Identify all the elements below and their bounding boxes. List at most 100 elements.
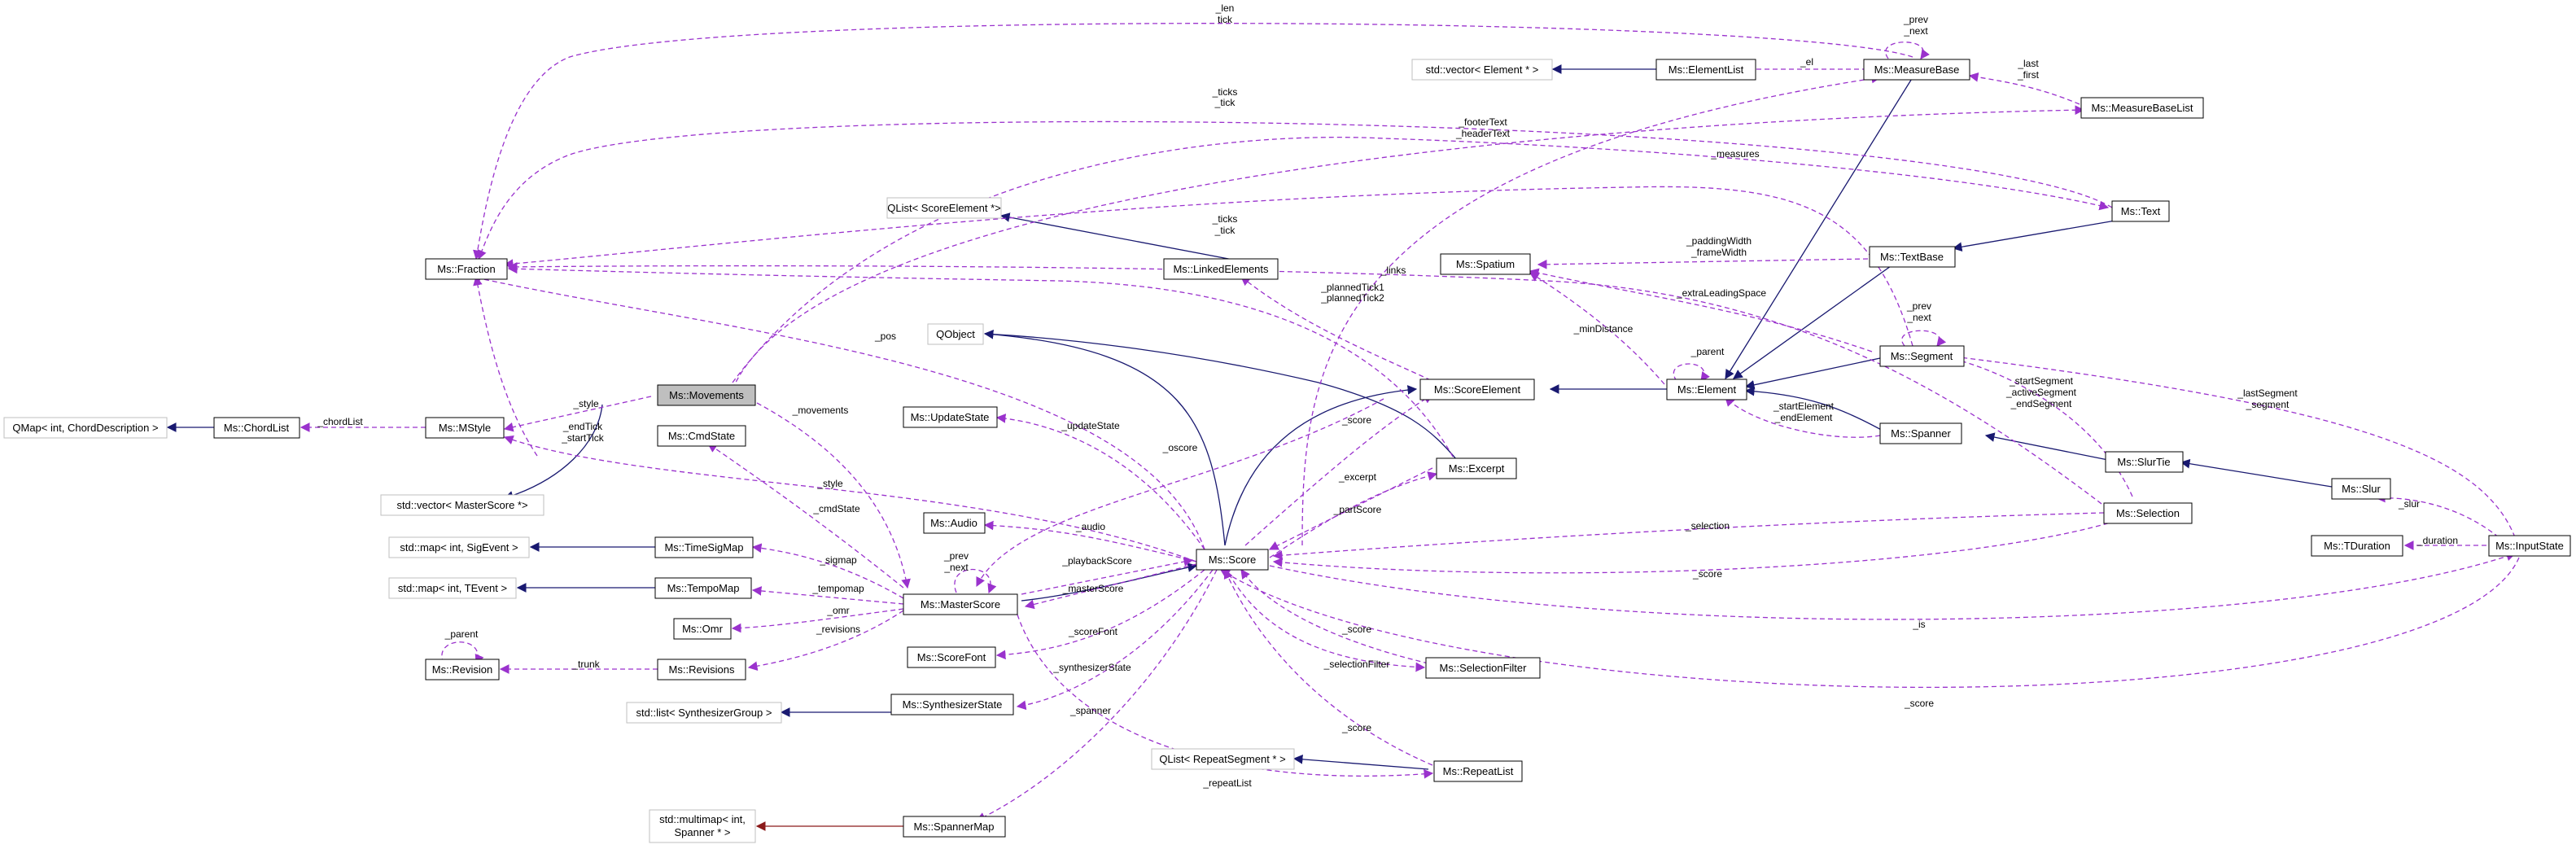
edge-inputstate-slur bbox=[2375, 492, 2499, 538]
label-startelement: _startElement bbox=[1773, 400, 1835, 412]
edge-masterscore-self bbox=[954, 569, 997, 594]
label-lastsegment: _lastSegment bbox=[2237, 387, 2298, 399]
node-tduration[interactable]: Ms::TDuration bbox=[2311, 535, 2403, 557]
node-updatestate[interactable]: Ms::UpdateState bbox=[903, 406, 998, 428]
edge-movements-mstyle bbox=[503, 396, 652, 432]
node-qobject[interactable]: QObject bbox=[927, 323, 984, 345]
node-elementlist[interactable]: Ms::ElementList bbox=[1655, 59, 1756, 81]
node-mstyle-label: Ms::MStyle bbox=[439, 422, 491, 434]
node-synthstate[interactable]: Ms::SynthesizerState bbox=[890, 694, 1014, 716]
node-excerpt[interactable]: Ms::Excerpt bbox=[1436, 457, 1517, 479]
label-score-sel: _score bbox=[1692, 568, 1722, 580]
edge-segment-fraction bbox=[503, 186, 1913, 347]
node-audio[interactable]: Ms::Audio bbox=[923, 512, 986, 534]
node-qlist-repeatsegment[interactable]: QList< RepeatSegment * > bbox=[1151, 748, 1295, 770]
node-selection[interactable]: Ms::Selection bbox=[2103, 502, 2193, 524]
node-synthstate-label: Ms::SynthesizerState bbox=[903, 698, 1003, 711]
edge-mstyle-fraction bbox=[473, 275, 538, 457]
node-list-synth[interactable]: std::list< SynthesizerGroup > bbox=[626, 702, 782, 724]
label-parent-el: _parent bbox=[1690, 346, 1725, 357]
node-element[interactable]: Ms::Element bbox=[1666, 379, 1747, 400]
node-repeatlist[interactable]: Ms::RepeatList bbox=[1433, 760, 1523, 782]
edge-element-spatium bbox=[1529, 272, 1665, 385]
node-slur[interactable]: Ms::Slur bbox=[2331, 478, 2391, 500]
label-mindistance: _minDistance bbox=[1573, 323, 1634, 335]
node-vec-masterscore[interactable]: std::vector< MasterScore *> bbox=[380, 494, 545, 516]
edge-score-text bbox=[732, 137, 2110, 383]
edge-revision-self bbox=[441, 641, 484, 665]
label-selection: _selection bbox=[1685, 520, 1730, 532]
label-extraleading: _extraLeadingSpace bbox=[1676, 287, 1766, 299]
node-fraction[interactable]: Ms::Fraction bbox=[425, 258, 508, 280]
edge-linkedelements-qlist bbox=[999, 212, 1238, 261]
label-is: _is bbox=[1912, 619, 1925, 630]
node-text[interactable]: Ms::Text bbox=[2111, 200, 2170, 222]
node-scorefont[interactable]: Ms::ScoreFont bbox=[907, 646, 996, 668]
node-selectionfilter[interactable]: Ms::SelectionFilter bbox=[1425, 657, 1541, 679]
label-framewidth: _frameWidth bbox=[1690, 247, 1747, 258]
node-scoreelement[interactable]: Ms::ScoreElement bbox=[1419, 379, 1535, 400]
label-slur: _slur bbox=[2398, 498, 2420, 510]
node-movements[interactable]: Ms::Movements bbox=[657, 384, 756, 406]
node-tempomap[interactable]: Ms::TempoMap bbox=[654, 577, 752, 599]
edge-synthstate bbox=[1016, 569, 1214, 711]
node-score-label: Ms::Score bbox=[1209, 554, 1257, 566]
edge-measurebase-self bbox=[1885, 42, 1930, 59]
label-len: _len bbox=[1215, 2, 1235, 14]
node-chordlist[interactable]: Ms::ChordList bbox=[213, 417, 300, 439]
node-inputstate[interactable]: Ms::InputState bbox=[2488, 535, 2571, 557]
node-repeatlist-label: Ms::RepeatList bbox=[1443, 765, 1514, 777]
node-omr[interactable]: Ms::Omr bbox=[673, 618, 732, 640]
node-qobject-label: QObject bbox=[936, 328, 975, 340]
node-multimap-spanner[interactable]: std::multimap< int, Spanner * > bbox=[649, 809, 756, 843]
node-slurtie[interactable]: Ms::SlurTie bbox=[2105, 451, 2184, 473]
node-spannermap[interactable]: Ms::SpannerMap bbox=[903, 816, 1006, 838]
node-score[interactable]: Ms::Score bbox=[1196, 549, 1269, 571]
edge-score-qobject bbox=[983, 330, 1226, 546]
node-vec-element[interactable]: std::vector< Element * > bbox=[1411, 59, 1553, 81]
label-tick: tick bbox=[1218, 14, 1233, 25]
label-links: _links bbox=[1380, 265, 1406, 276]
node-revisions[interactable]: Ms::Revisions bbox=[657, 659, 746, 681]
node-measurebase[interactable]: Ms::MeasureBase bbox=[1863, 59, 1970, 81]
label-next-seg: _next bbox=[1906, 312, 1931, 323]
label-repeatlist: _repeatList bbox=[1202, 777, 1252, 789]
node-segment[interactable]: Ms::Segment bbox=[1879, 345, 1965, 367]
node-spatium[interactable]: Ms::Spatium bbox=[1440, 253, 1531, 275]
node-timesigmap[interactable]: Ms::TimeSigMap bbox=[654, 536, 754, 558]
node-measurebaselist[interactable]: Ms::MeasureBaseList bbox=[2080, 97, 2204, 119]
node-vec-element-label: std::vector< Element * > bbox=[1426, 63, 1539, 76]
node-tempomap-label: Ms::TempoMap bbox=[667, 582, 740, 594]
label-prev-mb: _prev bbox=[1903, 14, 1928, 25]
node-selection-label: Ms::Selection bbox=[2116, 507, 2180, 519]
label-tick-mid: _tick bbox=[1214, 225, 1236, 236]
edge-score-excerpt bbox=[1269, 471, 1438, 558]
edge-score-scoreelement bbox=[1244, 394, 1434, 546]
edge-timesigmap-masterscore bbox=[751, 543, 904, 599]
node-map-tevent[interactable]: std::map< int, TEvent > bbox=[388, 577, 517, 599]
edge-selection-fraction bbox=[507, 262, 2109, 510]
label-revisions: _revisions bbox=[816, 624, 860, 635]
node-qlist-scoreelement-label: QList< ScoreElement *> bbox=[887, 202, 1000, 214]
label-tempomap: _tempomap bbox=[811, 583, 864, 594]
edge-score-masterscore bbox=[1024, 563, 1197, 610]
label-updatestate: _updateState bbox=[1061, 420, 1120, 431]
edge-textbase-spatium bbox=[1537, 258, 1869, 269]
edge-spanner-element bbox=[1725, 396, 1881, 438]
node-qmap[interactable]: QMap< int, ChordDescription > bbox=[3, 417, 168, 439]
edge-score-selectionfilter bbox=[1228, 573, 1426, 672]
node-masterscore[interactable]: Ms::MasterScore bbox=[903, 593, 1018, 615]
node-revision[interactable]: Ms::Revision bbox=[425, 659, 500, 681]
node-map-sigevent[interactable]: std::map< int, SigEvent > bbox=[388, 536, 530, 558]
node-slurtie-label: Ms::SlurTie bbox=[2117, 456, 2170, 468]
node-linkedelements[interactable]: Ms::LinkedElements bbox=[1163, 258, 1279, 280]
node-spanner[interactable]: Ms::Spanner bbox=[1879, 422, 1962, 444]
node-mstyle[interactable]: Ms::MStyle bbox=[425, 417, 505, 439]
node-textbase[interactable]: Ms::TextBase bbox=[1869, 246, 1956, 268]
node-qlist-scoreelement[interactable]: QList< ScoreElement *> bbox=[886, 197, 1002, 219]
edge-oscore bbox=[976, 398, 1384, 588]
node-cmdstate[interactable]: Ms::CmdState bbox=[657, 425, 746, 447]
edge-linkedelements-scoreelement bbox=[1240, 276, 1433, 382]
node-textbase-label: Ms::TextBase bbox=[1880, 251, 1944, 263]
